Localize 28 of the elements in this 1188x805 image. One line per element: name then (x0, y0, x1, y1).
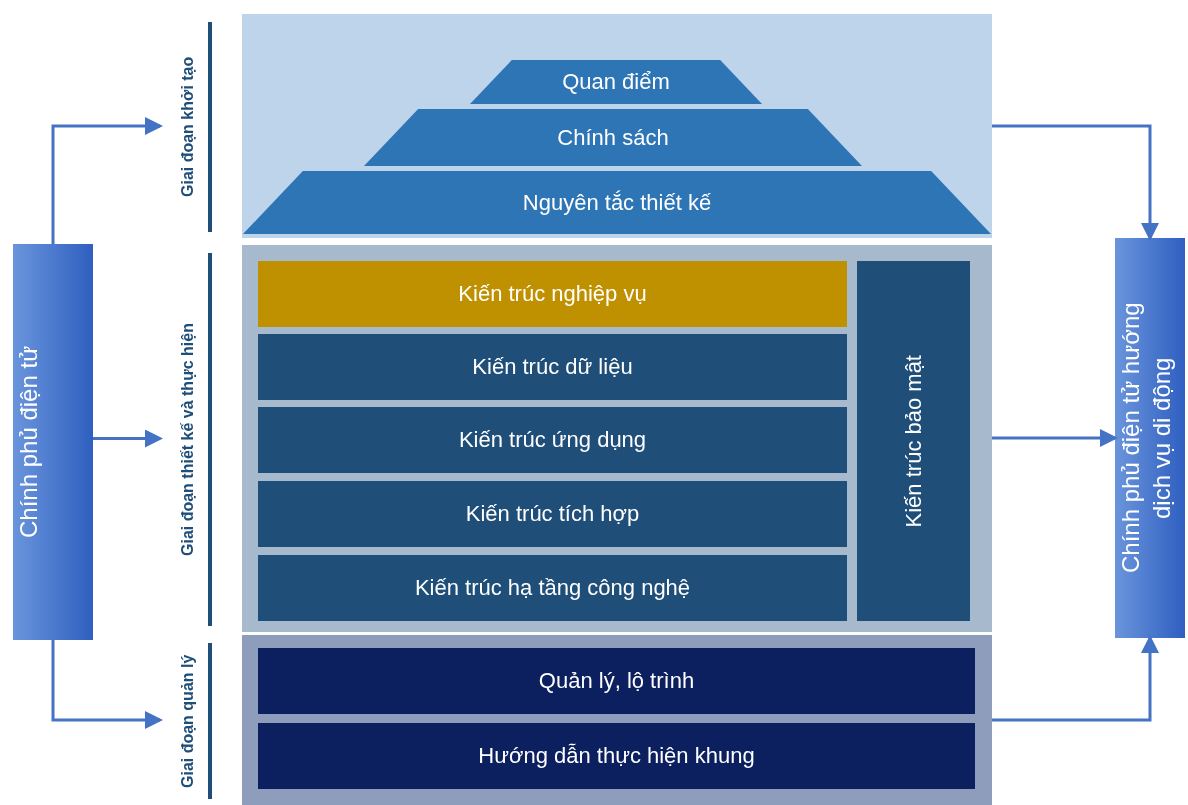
layer-label: Nguyên tắc thiết kế (522, 189, 712, 216)
layer-box: Kiến trúc ứng dụng (258, 407, 847, 473)
phase-label: Giai đoạn quản lý (168, 643, 212, 799)
arrow (93, 429, 163, 448)
layer-box: Kiến trúc tích hợp (258, 481, 847, 547)
arrow (992, 124, 1159, 241)
phase-label: Giai đoạn thiết kế và thực hiện (168, 253, 212, 626)
side-box (13, 244, 93, 640)
arrow (992, 429, 1118, 447)
phase-label: Giai đoạn khởi tạo (168, 22, 212, 232)
layer-box: Hướng dẫn thực hiện khung (258, 723, 975, 789)
roof-layer (470, 60, 762, 104)
layer-box: Quản lý, lộ trình (258, 648, 975, 714)
roof-layer (243, 171, 991, 234)
layer-box: Kiến trúc dữ liệu (258, 334, 847, 400)
arrow (992, 635, 1159, 722)
arrow (51, 117, 163, 244)
layer-label: Kiến trúc bảo mật (900, 354, 927, 528)
side-box (1115, 238, 1185, 638)
layer-box: Kiến trúc hạ tầng công nghệ (258, 555, 847, 621)
side-label: Chính phủ điện tử (14, 344, 43, 541)
layer-label: Chính sách (557, 124, 669, 151)
layer-box: Kiến trúc nghiệp vụ (258, 261, 847, 327)
roof-layer (364, 109, 862, 166)
layer-label: Quan điểm (562, 69, 670, 95)
side-label: Chính phủ điện tử hướng dịch vụ di động (1116, 301, 1177, 576)
arrow (51, 640, 163, 729)
security-bar (857, 261, 970, 621)
